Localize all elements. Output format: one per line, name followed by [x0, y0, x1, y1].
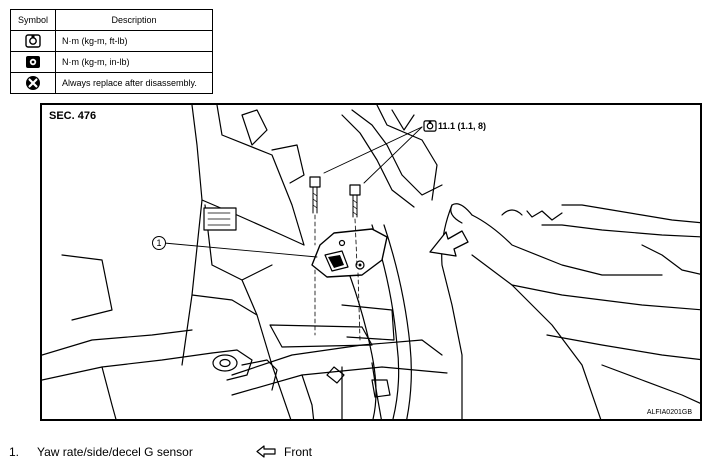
- caption-part-name: Yaw rate/side/decel G sensor: [37, 445, 193, 459]
- sensor-installation-drawing: [42, 105, 700, 419]
- caption-front-label: Front: [284, 445, 313, 459]
- front-arrow-icon: [256, 445, 276, 458]
- legend-header-symbol: Symbol: [10, 9, 56, 31]
- legend-symbol-cell: [10, 51, 56, 73]
- torque-value-label: 11.1 (1.1, 8): [438, 121, 487, 131]
- torque-wrench-icon: [25, 34, 41, 48]
- figure-code: ALFIA0201GB: [646, 409, 692, 416]
- section-label: SEC. 476: [49, 110, 97, 122]
- legend-symbol-cell: [10, 72, 56, 94]
- legend-description: N·m (kg-m, in-lb): [55, 51, 213, 73]
- legend-header-description: Description: [55, 9, 213, 31]
- legend-symbol-cell: [10, 30, 56, 52]
- caption-item-number: 1.: [9, 445, 20, 459]
- legend-description: Always replace after disassembly.: [55, 72, 213, 94]
- torque-wrench-icon: [423, 120, 437, 132]
- part-callout-1: 1: [152, 236, 166, 250]
- replace-x-icon: [26, 76, 40, 90]
- legend-row: N·m (kg-m, ft-lb): [10, 30, 213, 52]
- front-direction-arrow: [429, 230, 469, 257]
- legend-header-row: Symbol Description: [10, 9, 213, 31]
- legend-description: N·m (kg-m, ft-lb): [55, 30, 213, 52]
- legend-row: Always replace after disassembly.: [10, 72, 213, 94]
- torque-wrench-small-icon: [26, 56, 40, 68]
- symbol-legend-table: Symbol Description N·m (kg-m, ft-lb) N·m…: [10, 9, 213, 94]
- legend-row: N·m (kg-m, in-lb): [10, 51, 213, 73]
- diagram-frame: SEC. 476 11.1 (1.1, 8) 1 ALFIA0201GB: [40, 103, 702, 421]
